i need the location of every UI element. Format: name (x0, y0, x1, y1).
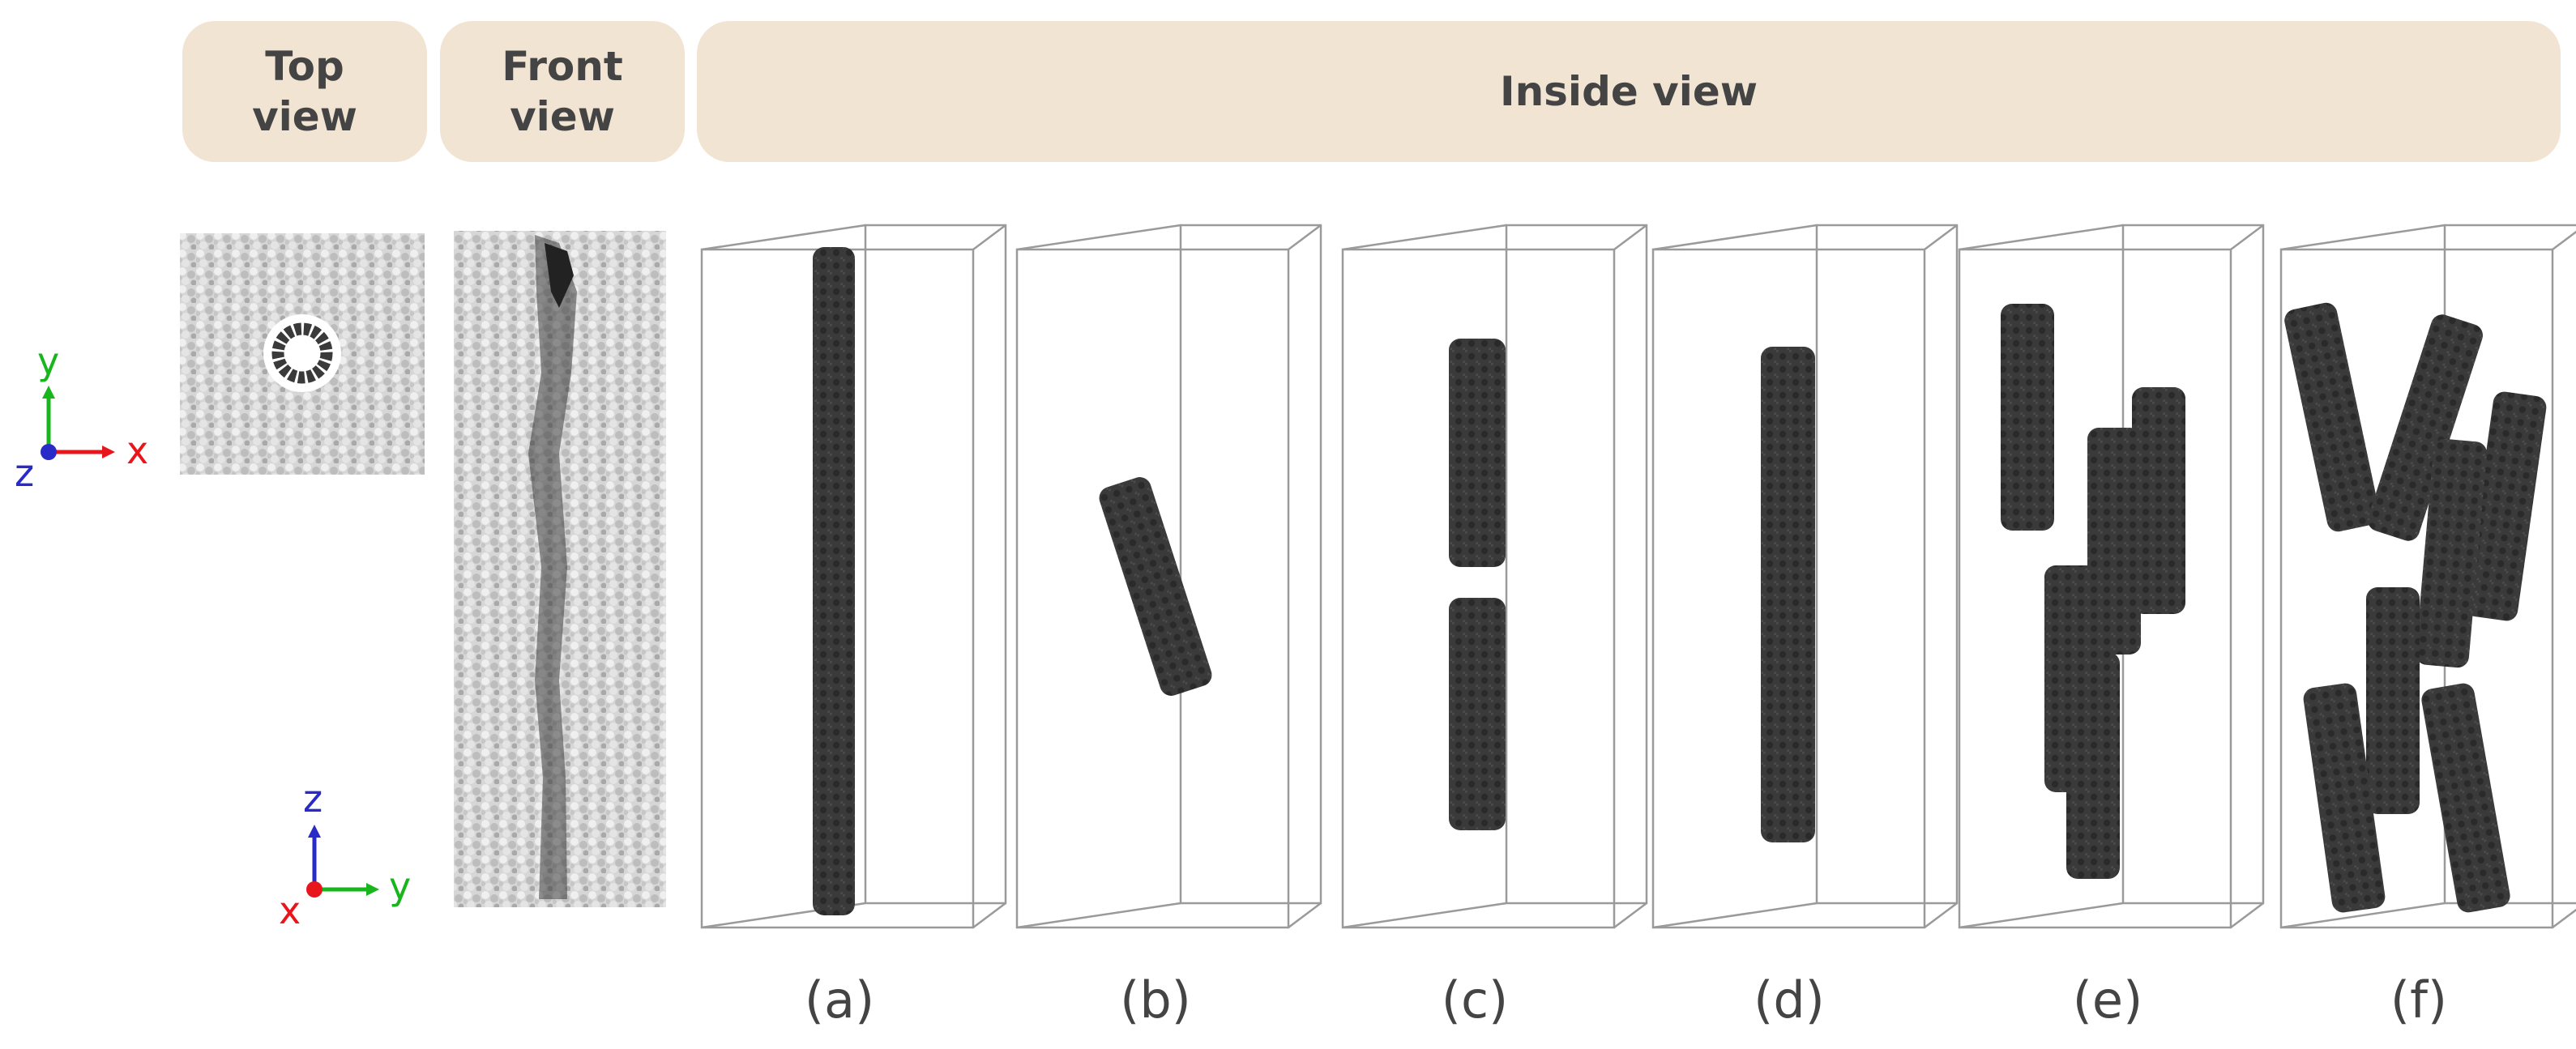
nanotube-tilted-b (1099, 477, 1212, 696)
box-edge (972, 902, 1006, 928)
box-edge (1288, 224, 1322, 250)
front-view-image (454, 231, 666, 907)
top-view-image (180, 233, 425, 475)
axis-yz-label-y: y (389, 864, 411, 908)
axis-xy-label-y: y (37, 339, 59, 383)
nanotube (2421, 683, 2510, 913)
box-edge (1016, 902, 1181, 929)
box-edge (2230, 224, 2264, 250)
header-inside-view-label: Inside view (1499, 68, 1758, 115)
box-edge (2552, 908, 2576, 928)
inside-view-box-b (1015, 224, 1322, 929)
box-edge (1652, 902, 1818, 929)
box-edge (1924, 224, 1958, 250)
nanotube (2087, 428, 2141, 655)
box-back-face (1179, 224, 1322, 905)
box-edge (1924, 902, 1958, 928)
header-front-view-label: Front view (502, 43, 623, 140)
top-view-nanotube-ring (271, 322, 333, 384)
nanotube (2001, 304, 2054, 531)
nanotube-f-3 (2464, 391, 2547, 621)
front-view-dark-cluster (545, 243, 574, 308)
inside-view-box-a (700, 224, 1007, 929)
box-edge (1342, 902, 1507, 929)
axis-y2-arrowhead (366, 883, 379, 896)
nanotube (2367, 314, 2484, 541)
box-front-face (1958, 248, 2232, 929)
header-front-view: Front view (440, 21, 685, 162)
axis-yz-label-x: x (279, 889, 301, 932)
nanotube (2066, 652, 2120, 879)
box-edge (2280, 902, 2446, 929)
box-edge (2552, 230, 2576, 250)
panel-label-a: (a) (804, 970, 875, 1030)
box-edge (1959, 224, 2124, 251)
inside-view-box-e (1958, 224, 2265, 929)
box-edge (1016, 224, 1181, 251)
axes-yz-triad: y z x (279, 777, 411, 932)
nanotube-f-7 (2421, 683, 2510, 913)
box-edge (1288, 902, 1322, 928)
panel-label-d: (d) (1754, 970, 1825, 1030)
axis-z-dot (41, 444, 57, 460)
nanotube (2464, 391, 2547, 621)
header-inside-view: Inside view (697, 21, 2561, 162)
nanotube (2416, 438, 2487, 668)
axes-xy-triad: x y z (15, 339, 148, 495)
nanotube-e-3 (2087, 428, 2141, 655)
box-back-face (1505, 224, 1648, 905)
box-edge (701, 224, 866, 251)
axis-xy-label-z: z (15, 451, 34, 495)
nanotube-e-1 (2001, 304, 2054, 531)
inside-view-box-d (1651, 224, 1959, 929)
nanotube-e-5 (2066, 652, 2120, 879)
axis-x2-dot (306, 881, 323, 898)
nanotube (2284, 302, 2380, 532)
front-view-nanotube-trace (528, 235, 577, 899)
nanotube-f-2 (2367, 314, 2484, 541)
box-edge (1613, 902, 1647, 928)
box-edge (2230, 902, 2264, 928)
header-top-view: Top view (182, 21, 427, 162)
nanotube (1449, 598, 1506, 830)
inside-view-boxes (700, 224, 2576, 929)
box-edge (1652, 224, 1818, 251)
axis-yz-label-z: z (303, 777, 323, 821)
axis-y-arrowhead (42, 386, 55, 399)
panel-label-e: (e) (2072, 970, 2143, 1030)
nanotube (813, 247, 855, 915)
nanotube-f-1 (2284, 302, 2380, 532)
box-edge (2280, 224, 2446, 251)
nanotube-f-6 (2303, 683, 2386, 913)
box-front-face (2279, 248, 2554, 929)
box-edge (972, 224, 1006, 250)
box-edge (1613, 224, 1647, 250)
box-front-face (1651, 248, 1926, 929)
axis-z2-arrowhead (308, 825, 321, 838)
nanotube (2366, 587, 2420, 814)
nanotube (1449, 339, 1506, 567)
box-back-face (864, 224, 1007, 905)
nanotube (1099, 477, 1212, 696)
nanotube (1761, 347, 1815, 842)
box-edge (1342, 224, 1507, 251)
header-top-view-label: Top view (252, 43, 357, 140)
box-front-face (1341, 248, 1616, 929)
nanotube-f-5 (2366, 587, 2420, 814)
box-front-face (1015, 248, 1290, 929)
nanotube-e-2 (2132, 387, 2185, 614)
panel-label-c: (c) (1441, 970, 1509, 1030)
box-back-face (1815, 224, 1959, 905)
panel-label-f: (f) (2390, 970, 2448, 1030)
panel-label-b: (b) (1120, 970, 1191, 1030)
nanotube (2132, 387, 2185, 614)
axis-xy-label-x: x (126, 429, 148, 472)
nanotube-f-4 (2416, 438, 2487, 668)
axis-x-arrowhead (102, 446, 115, 458)
inside-view-box-c (1341, 224, 1648, 929)
box-edge (1959, 902, 2124, 929)
inside-view-box-f (2279, 224, 2576, 929)
nanotube (2303, 683, 2386, 913)
